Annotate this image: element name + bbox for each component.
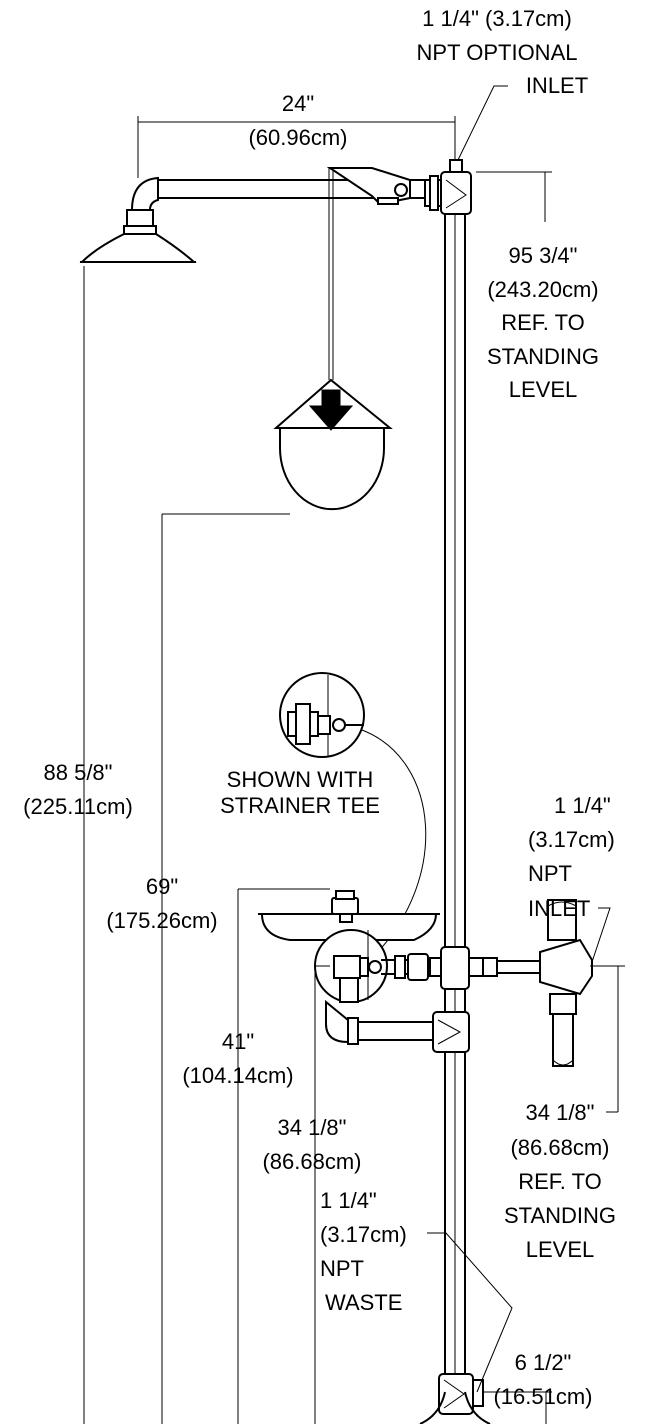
label-valve-height: 34 1/8" (86.68cm): [262, 1115, 361, 1174]
label-arm-length: 24" (60.96cm): [248, 91, 347, 150]
svg-text:(175.26cm): (175.26cm): [106, 908, 217, 933]
svg-text:INLET: INLET: [528, 896, 590, 921]
pull-handle: [273, 378, 393, 511]
svg-text:(60.96cm): (60.96cm): [248, 125, 347, 150]
side-inlet-plumbing: [482, 899, 593, 1067]
label-head-height: 88 5/8" (225.11cm): [23, 760, 133, 819]
svg-text:NPT: NPT: [320, 1256, 364, 1281]
svg-text:SHOWN WITH: SHOWN WITH: [227, 767, 374, 792]
dimension-lines: [83, 85, 625, 1424]
svg-text:(243.20cm): (243.20cm): [487, 277, 598, 302]
label-waste: 1 1/4" (3.17cm) NPT WASTE: [320, 1188, 407, 1315]
svg-text:(104.14cm): (104.14cm): [182, 1063, 293, 1088]
drain-trap: [325, 999, 470, 1053]
svg-text:(86.68cm): (86.68cm): [262, 1149, 361, 1174]
svg-text:NPT OPTIONAL: NPT OPTIONAL: [417, 40, 578, 65]
svg-text:LEVEL: LEVEL: [526, 1237, 595, 1262]
svg-text:WASTE: WASTE: [325, 1290, 402, 1315]
shower-arm: [123, 176, 425, 235]
label-bowl-height: 41" (104.14cm): [182, 1029, 293, 1088]
svg-text:REF. TO: REF. TO: [518, 1169, 602, 1194]
label-waste-offset: 6 1/2" (16.51cm): [493, 1350, 592, 1409]
svg-text:(16.51cm): (16.51cm): [493, 1384, 592, 1409]
label-top-inlet: 1 1/4" (3.17cm) NPT OPTIONAL INLET: [417, 6, 589, 98]
svg-text:(86.68cm): (86.68cm): [510, 1135, 609, 1160]
svg-text:REF. TO: REF. TO: [501, 310, 585, 335]
svg-text:69": 69": [146, 874, 178, 899]
svg-text:24": 24": [282, 91, 314, 116]
arrow-down-icon: [308, 389, 354, 431]
svg-text:STANDING: STANDING: [487, 344, 599, 369]
eyewash-bowl: [258, 890, 440, 941]
svg-text:6 1/2": 6 1/2": [515, 1350, 572, 1375]
strainer-detail-bubble: [279, 672, 427, 959]
label-shower-height: 95 3/4" (243.20cm) REF. TO STANDING LEVE…: [487, 243, 599, 402]
base-flange: [419, 1391, 491, 1424]
label-side-inlet: 1 1/4" (3.17cm) NPT INLET: [528, 793, 615, 921]
svg-text:INLET: INLET: [526, 73, 588, 98]
pull-valve-lever: [326, 167, 411, 380]
label-inlet-height: 34 1/8" (86.68cm) REF. TO STANDING LEVEL: [504, 1100, 616, 1262]
bottom-tee-fitting: [438, 1373, 484, 1415]
svg-text:41": 41": [222, 1029, 254, 1054]
svg-text:95 3/4": 95 3/4": [509, 243, 578, 268]
svg-text:88 5/8": 88 5/8": [44, 760, 113, 785]
svg-text:(225.11cm): (225.11cm): [23, 794, 133, 819]
main-pipe: [444, 160, 466, 1392]
label-detail-note: SHOWN WITH STRAINER TEE: [220, 767, 380, 818]
svg-text:NPT: NPT: [528, 861, 572, 886]
svg-text:1 1/4" (3.17cm): 1 1/4" (3.17cm): [422, 6, 572, 31]
eyewash-valve: [314, 929, 443, 1003]
svg-text:34 1/8": 34 1/8": [526, 1100, 595, 1125]
top-tee-fitting: [424, 159, 472, 215]
label-pull-height: 69" (175.26cm): [106, 874, 217, 933]
svg-text:(3.17cm): (3.17cm): [320, 1222, 407, 1247]
svg-text:STRAINER TEE: STRAINER TEE: [220, 793, 380, 818]
svg-text:(3.17cm): (3.17cm): [528, 827, 615, 852]
svg-text:LEVEL: LEVEL: [509, 377, 578, 402]
svg-text:STANDING: STANDING: [504, 1203, 616, 1228]
svg-text:1 1/4": 1 1/4": [554, 793, 611, 818]
shower-head: [79, 233, 197, 263]
svg-text:1 1/4": 1 1/4": [320, 1188, 377, 1213]
svg-text:34 1/8": 34 1/8": [278, 1115, 347, 1140]
mid-tee-fitting: [440, 946, 484, 990]
